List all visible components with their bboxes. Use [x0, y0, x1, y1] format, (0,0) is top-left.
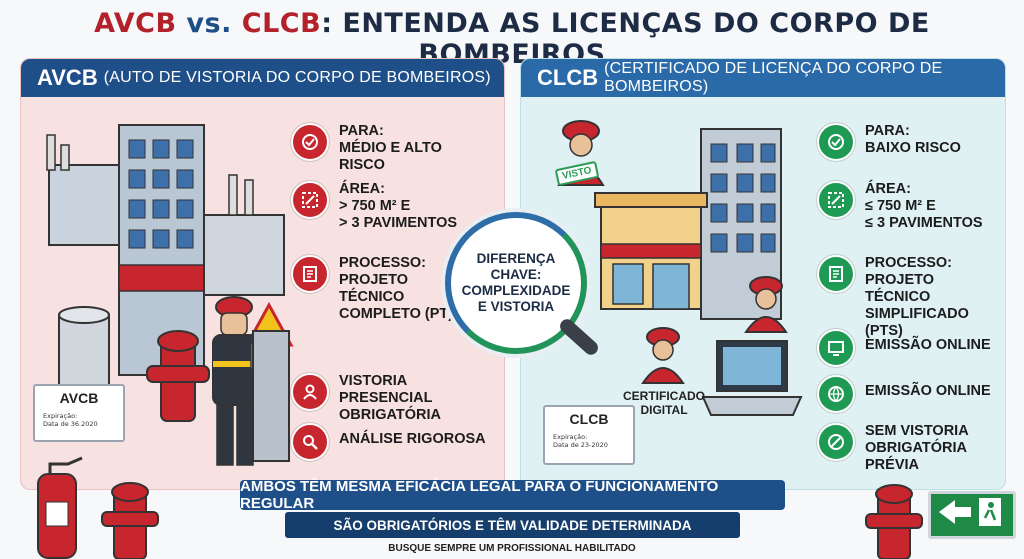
- clcb-item-para-value: BAIXO RISCO: [865, 140, 961, 156]
- area-icon: [817, 181, 855, 219]
- clcb-header: CLCB (CERTIFICADO DE LICENÇA DO CORPO DE…: [521, 59, 1005, 97]
- clcb-certificate: CLCB Expiração: Data de 23-2020: [543, 405, 635, 465]
- clcb-certificate-title: CLCB: [569, 411, 609, 427]
- avcb-item-area: ÁREA:> 750 m² E > 3 PAVIMENTOS: [291, 181, 491, 232]
- clcb-item-emissao-2-label: EMISSÃO ONLINE: [865, 383, 991, 399]
- avcb-item-analise: ANÁLISE RIGOROSA: [291, 423, 491, 461]
- clcb-item-emissao-1: EMISSÃO ONLINE: [817, 329, 1005, 367]
- clcb-item-emissao-1-label: EMISSÃO ONLINE: [865, 337, 991, 353]
- title-avcb: AVCB: [94, 8, 177, 39]
- avcb-panel: AVCB (AUTO DE VISTORIA DO CORPO DE BOMBE…: [20, 58, 505, 490]
- avcb-item-para-value: MÉDIO E ALTO RISCO: [339, 140, 442, 173]
- avcb-certificate-expiry-label: Expiração:: [43, 412, 78, 420]
- key-difference-text: DIFERENÇA CHAVE: COMPLEXIDADE E VISTORIA: [461, 251, 571, 314]
- clcb-full-name: (CERTIFICADO DE LICENÇA DO CORPO DE BOMB…: [604, 60, 943, 95]
- firefighter-approved-icon: [744, 276, 788, 333]
- fire-hydrant-icon: [146, 330, 210, 422]
- monitor-icon: [817, 329, 855, 367]
- title-clcb: CLCB: [241, 8, 322, 39]
- avcb-item-vistoria-value: OBRIGATÓRIA: [339, 407, 442, 423]
- control-panel-icon: [252, 330, 290, 462]
- emergency-exit-sign-icon: [928, 491, 1016, 539]
- laptop-icon: [701, 340, 803, 416]
- area-icon: [291, 181, 329, 219]
- clcb-item-emissao-2: EMISSÃO ONLINE: [817, 375, 1005, 413]
- clcb-item-processo-label: PROCESSO:: [865, 255, 953, 271]
- fire-extinguisher-icon: [37, 456, 83, 559]
- avcb-item-para-label: PARA:: [339, 123, 384, 139]
- globe-icon: [817, 375, 855, 413]
- key-difference-magnifier: DIFERENÇA CHAVE: COMPLEXIDADE E VISTORIA: [445, 212, 587, 354]
- document-icon: [291, 255, 329, 293]
- avcb-abbr: AVCB: [37, 65, 98, 90]
- avcb-full-name: (AUTO DE VISTORIA DO CORPO DE BOMBEIROS): [103, 69, 491, 86]
- legal-efficacy-banner: AMBOS TÊM MESMA EFICÁCIA LEGAL PARA O FU…: [240, 478, 785, 512]
- avcb-item-analise-label: ANÁLISE RIGOROSA: [339, 431, 486, 447]
- avcb-item-vistoria-label: VISTORIA PRESENCIAL: [339, 373, 433, 406]
- mandatory-validity-banner: SÃO OBRIGATÓRIOS E TÊM VALIDADE DETERMIN…: [285, 512, 740, 538]
- avcb-certificate: AVCB Expiração: Data de 36.2020: [33, 384, 125, 442]
- avcb-item-area-value: > 750 m² E > 3 PAVIMENTOS: [339, 198, 458, 231]
- fire-hydrant-right-icon: [865, 484, 923, 559]
- document-icon: [817, 255, 855, 293]
- avcb-item-processo: PROCESSO:PROJETO TÉCNICO COMPLETO (PT): [291, 255, 491, 323]
- clcb-item-para: PARA:BAIXO RISCO: [817, 123, 1005, 161]
- title-vs: vs.: [176, 8, 242, 39]
- inspector-icon: [291, 373, 329, 411]
- clcb-item-para-label: PARA:: [865, 123, 910, 139]
- avcb-item-processo-value: PROJETO TÉCNICO COMPLETO (PT): [339, 272, 454, 322]
- fire-hydrant-left-icon: [101, 482, 159, 559]
- no-icon: [817, 423, 855, 461]
- avcb-header: AVCB (AUTO DE VISTORIA DO CORPO DE BOMBE…: [21, 59, 504, 97]
- avcb-item-area-label: ÁREA:: [339, 181, 385, 197]
- certificado-digital-caption: CERTIFICADO DIGITAL: [623, 389, 705, 417]
- check-icon: [291, 123, 329, 161]
- clcb-abbr: CLCB: [537, 65, 599, 90]
- clcb-item-sem-vistoria-label: SEM VISTORIA: [865, 423, 969, 439]
- magnifier-icon: [291, 423, 329, 461]
- clcb-item-sem-vistoria-value: OBRIGATÓRIA PRÉVIA: [865, 440, 967, 473]
- clcb-certificate-expiry-label: Expiração:: [553, 433, 588, 441]
- avcb-item-para: PARA:MÉDIO E ALTO RISCO: [291, 123, 491, 174]
- clcb-item-area-value: ≤ 750 m² E ≤ 3 PAVIMENTOS: [865, 198, 983, 231]
- clcb-item-area-label: ÁREA:: [865, 181, 911, 197]
- check-icon: [817, 123, 855, 161]
- clcb-item-area: ÁREA:≤ 750 m² E ≤ 3 PAVIMENTOS: [817, 181, 1005, 232]
- firefighter-visto-icon: [641, 327, 685, 384]
- clcb-certificate-expiry-date: Data de 23-2020: [553, 441, 608, 449]
- clcb-panel: CLCB (CERTIFICADO DE LICENÇA DO CORPO DE…: [520, 58, 1006, 490]
- clcb-item-processo-value: PROJETO TÉCNICO SIMPLIFICADO (PTS): [865, 272, 969, 339]
- avcb-certificate-title: AVCB: [59, 390, 99, 406]
- avcb-certificate-expiry-date: Data de 36.2020: [43, 420, 98, 428]
- clcb-item-processo: PROCESSO:PROJETO TÉCNICO SIMPLIFICADO (P…: [817, 255, 997, 340]
- footnote: BUSQUE SEMPRE UM PROFISSIONAL HABILITADO: [388, 543, 636, 554]
- avcb-item-processo-label: PROCESSO:: [339, 255, 427, 271]
